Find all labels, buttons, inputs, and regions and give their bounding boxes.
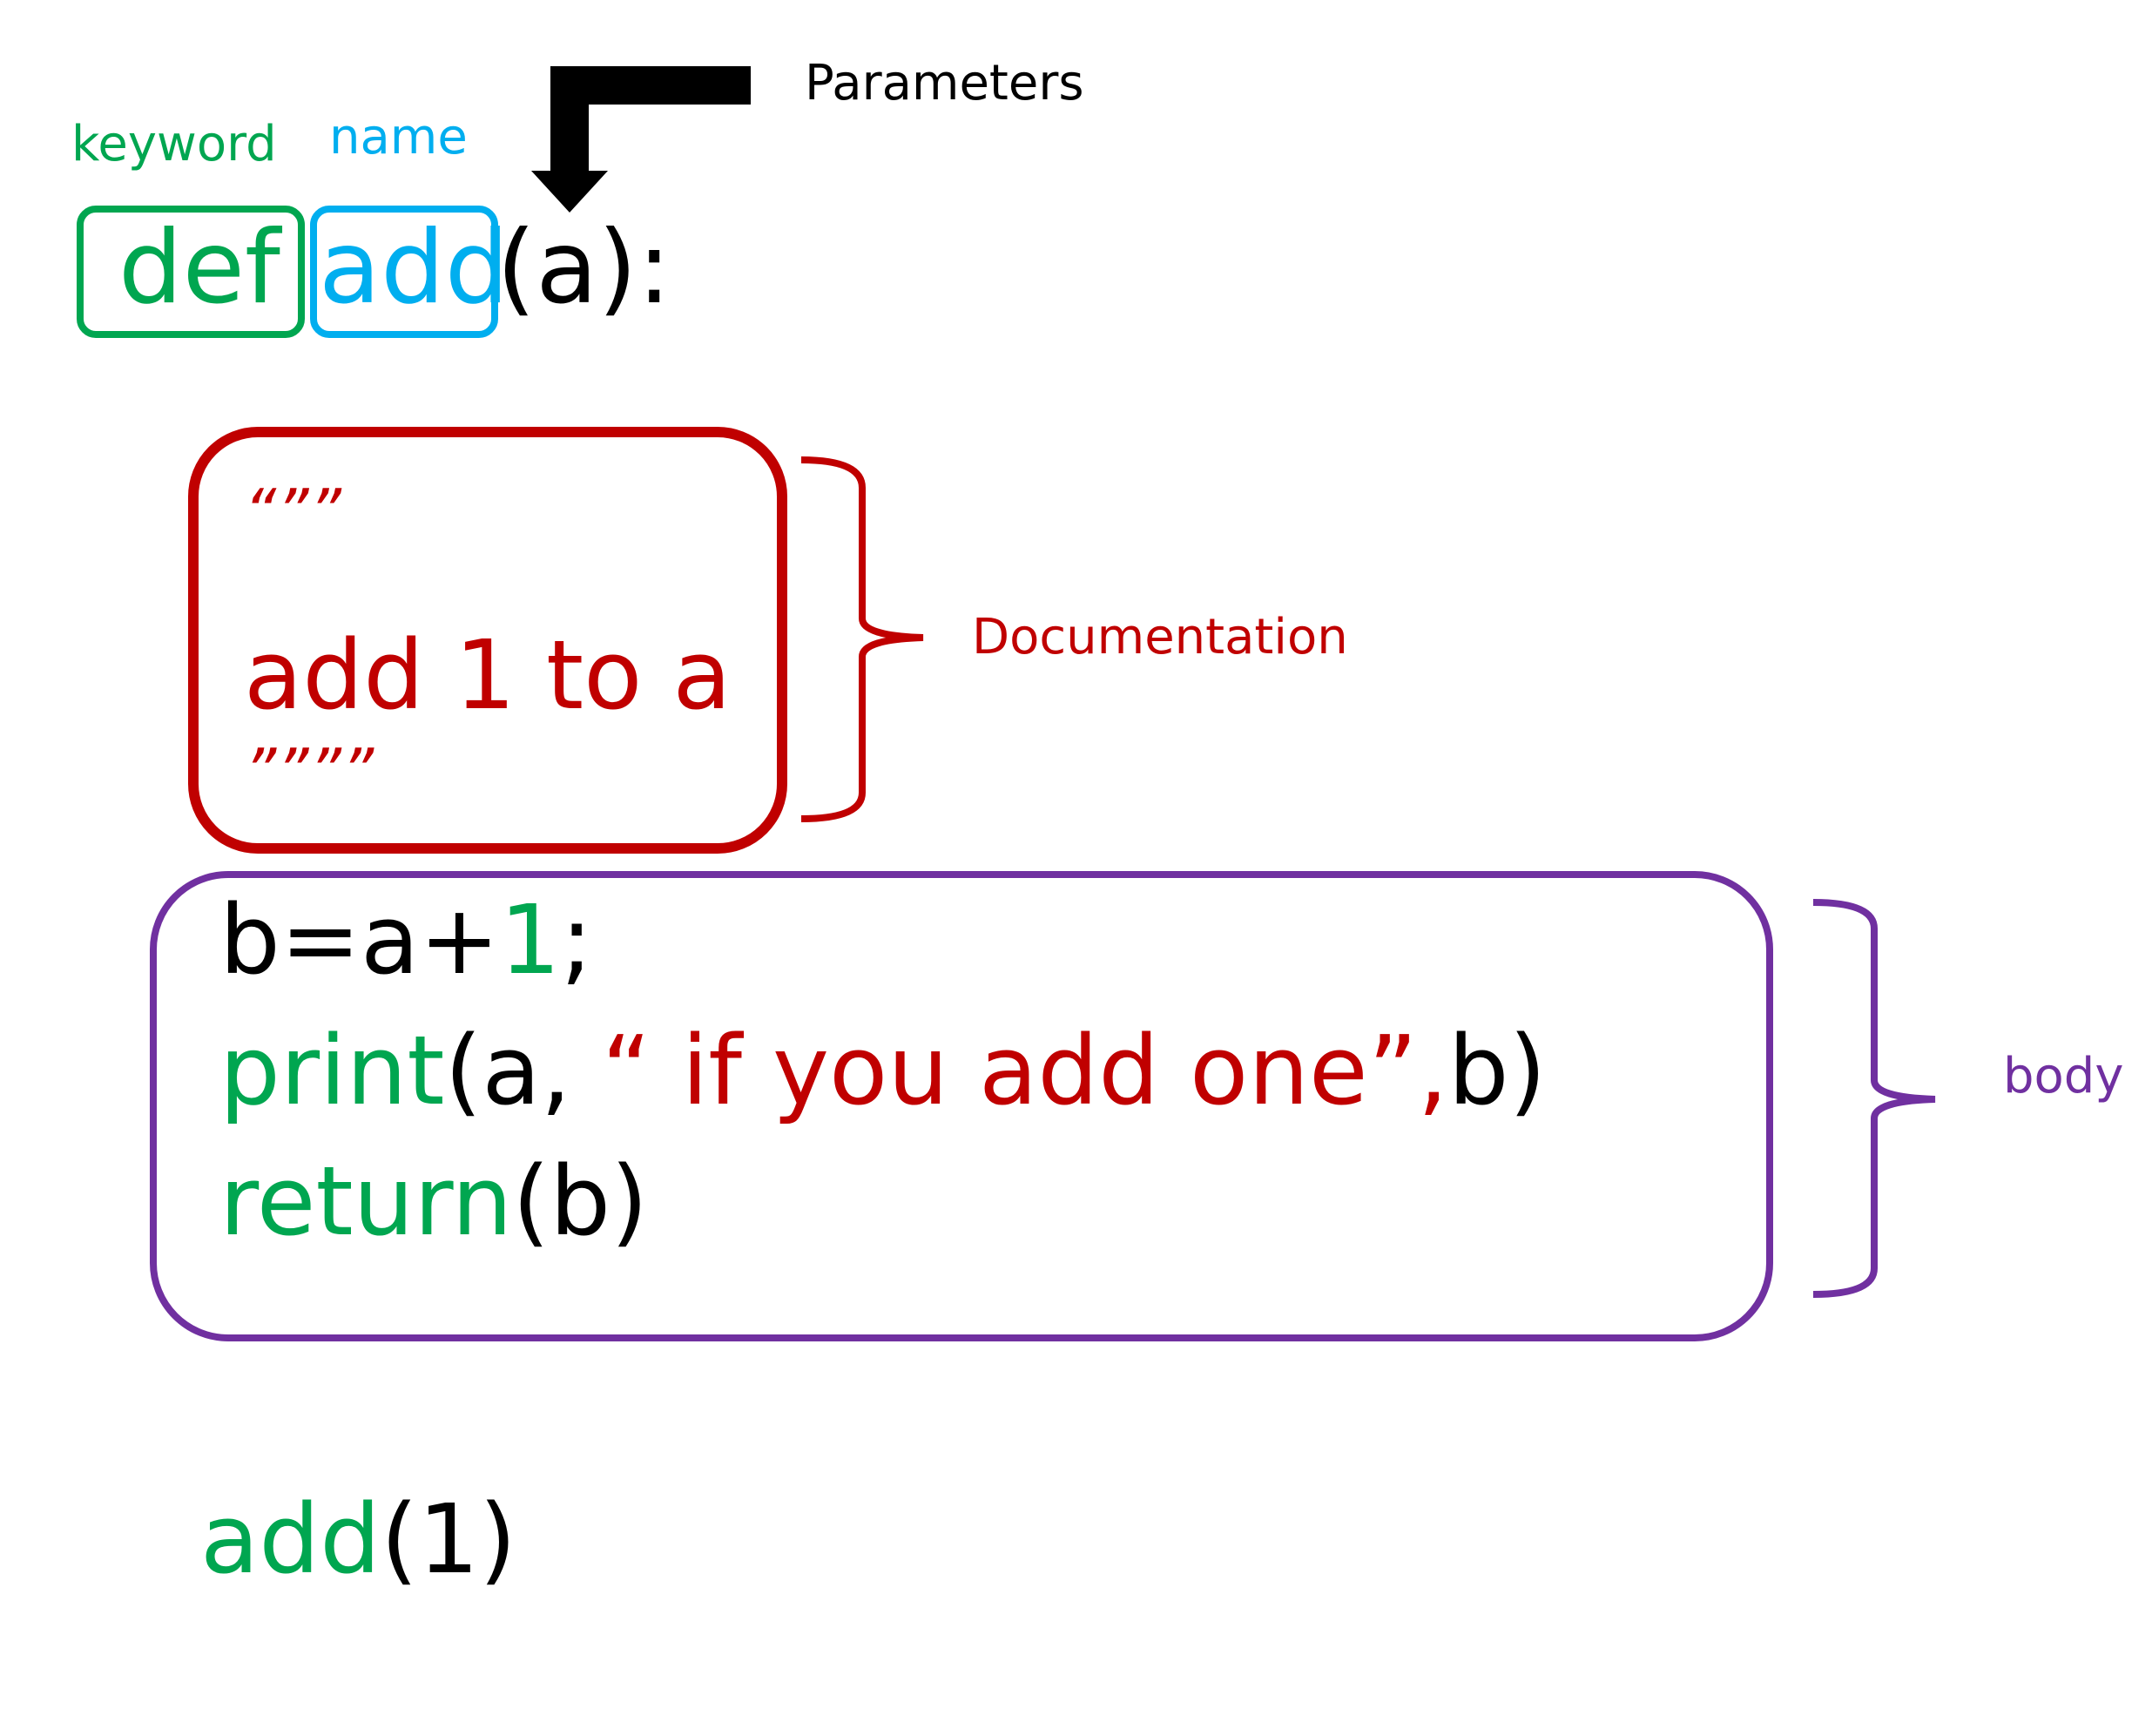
docstring-box — [188, 427, 787, 854]
return-keyword: return — [219, 1145, 513, 1257]
name-highlight-box — [310, 206, 498, 338]
docstring-close-quotes: ”””” — [244, 735, 374, 808]
print-args: (a, — [444, 1015, 602, 1126]
documentation-label: Documentation — [972, 609, 1348, 665]
documentation-brace — [800, 456, 924, 822]
name-label: name — [329, 109, 468, 165]
body-line-3: return(b) — [219, 1153, 648, 1249]
docstring-text: add 1 to a — [244, 619, 732, 731]
docstring-open-quotes: “”” — [244, 476, 341, 549]
function-parameters: (a): — [496, 209, 671, 327]
body-line-1: b=a+1; — [219, 892, 593, 988]
function-call: add(1) — [200, 1491, 516, 1587]
body-line-1-number: 1 — [499, 884, 561, 996]
body-line-2: print(a, “ if you add one”,b) — [219, 1023, 1546, 1118]
function-name: add — [319, 209, 509, 327]
call-args: (1) — [381, 1483, 516, 1595]
body-brace — [1812, 899, 1936, 1298]
keyword-highlight-box — [77, 206, 305, 338]
print-function: print — [219, 1015, 445, 1126]
parameters-arrow — [531, 66, 751, 213]
parameters-label: Parameters — [805, 55, 1084, 111]
body-line-1-semicolon: ; — [560, 884, 593, 996]
return-arg: (b) — [512, 1145, 648, 1257]
call-function-name: add — [200, 1483, 381, 1595]
print-string: “ if you add one”, — [601, 1015, 1448, 1126]
body-line-1-expr: b=a+ — [219, 884, 500, 996]
def-keyword: def — [118, 209, 280, 327]
body-box — [150, 871, 1773, 1341]
print-args-end: b) — [1447, 1015, 1547, 1126]
body-label: body — [2003, 1048, 2124, 1104]
keyword-label: keyword — [71, 116, 277, 172]
